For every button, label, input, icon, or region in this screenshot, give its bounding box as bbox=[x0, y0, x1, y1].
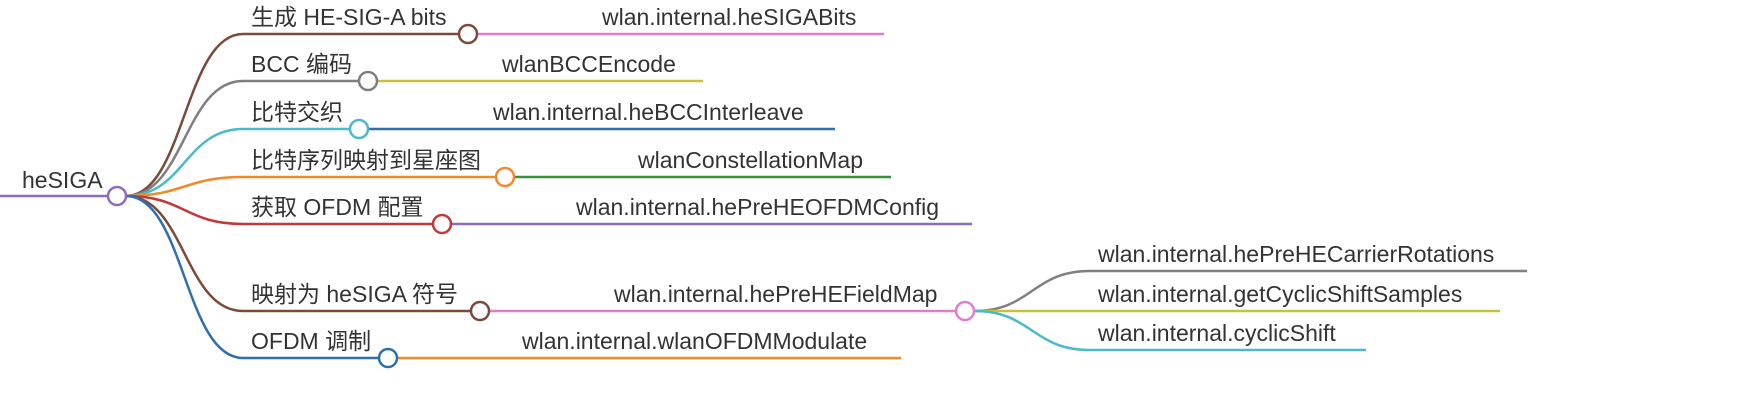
edge-root-branch-6 bbox=[125, 194, 244, 360]
branch-label-1[interactable]: BCC 编码 bbox=[251, 51, 352, 77]
branch-knob-2[interactable] bbox=[348, 118, 370, 140]
branch-label-5[interactable]: 映射为 heSIGA 符号 bbox=[251, 281, 458, 307]
child-label-1[interactable]: wlanBCCEncode bbox=[501, 51, 676, 77]
edge-root-branch-3 bbox=[125, 175, 244, 198]
branch-label-2[interactable]: 比特交织 bbox=[251, 99, 343, 125]
branch-label-6[interactable]: OFDM 调制 bbox=[251, 328, 371, 354]
child-label-3[interactable]: wlanConstellationMap bbox=[637, 147, 863, 173]
child-label-4[interactable]: wlan.internal.hePreHEOFDMConfig bbox=[575, 194, 939, 220]
edge-root-branch-4 bbox=[125, 194, 244, 226]
child-knob-5[interactable] bbox=[954, 300, 976, 322]
edge-grandchild-2 bbox=[973, 309, 1091, 352]
child-label-2[interactable]: wlan.internal.heBCCInterleave bbox=[492, 99, 804, 125]
node-layer: heSIGA 生成 HE-SIG-A bits wlan.internal.heSI… bbox=[22, 4, 1494, 369]
edge-root-branch-0 bbox=[125, 32, 244, 198]
branch-label-0[interactable]: 生成 HE-SIG-A bits bbox=[251, 4, 447, 30]
edge-root-branch-2 bbox=[125, 127, 244, 198]
branch-knob-6[interactable] bbox=[377, 347, 399, 369]
child-label-6[interactable]: wlan.internal.wlanOFDMModulate bbox=[521, 328, 867, 354]
child-label-0[interactable]: wlan.internal.heSIGABits bbox=[601, 4, 856, 30]
grandchild-label-0[interactable]: wlan.internal.hePreHECarrierRotations bbox=[1097, 241, 1494, 267]
branch-knob-4[interactable] bbox=[431, 213, 453, 235]
grandchild-label-2[interactable]: wlan.internal.cyclicShift bbox=[1097, 320, 1336, 346]
edge-grandchild-0 bbox=[973, 269, 1091, 313]
edge-layer bbox=[0, 32, 1527, 360]
grandchild-label-1[interactable]: wlan.internal.getCyclicShiftSamples bbox=[1097, 281, 1462, 307]
root-knob[interactable] bbox=[106, 185, 128, 207]
child-label-5[interactable]: wlan.internal.hePreHEFieldMap bbox=[613, 281, 937, 307]
branch-label-3[interactable]: 比特序列映射到星座图 bbox=[251, 147, 481, 173]
branch-knob-0[interactable] bbox=[457, 23, 479, 45]
branch-knob-3[interactable] bbox=[494, 166, 516, 188]
root-node-label[interactable]: heSIGA bbox=[22, 167, 103, 193]
branch-knob-1[interactable] bbox=[357, 70, 379, 92]
branch-label-4[interactable]: 获取 OFDM 配置 bbox=[251, 194, 424, 220]
edge-root-branch-1 bbox=[125, 79, 244, 198]
branch-knob-5[interactable] bbox=[469, 300, 491, 322]
edge-root-branch-5 bbox=[125, 194, 244, 313]
